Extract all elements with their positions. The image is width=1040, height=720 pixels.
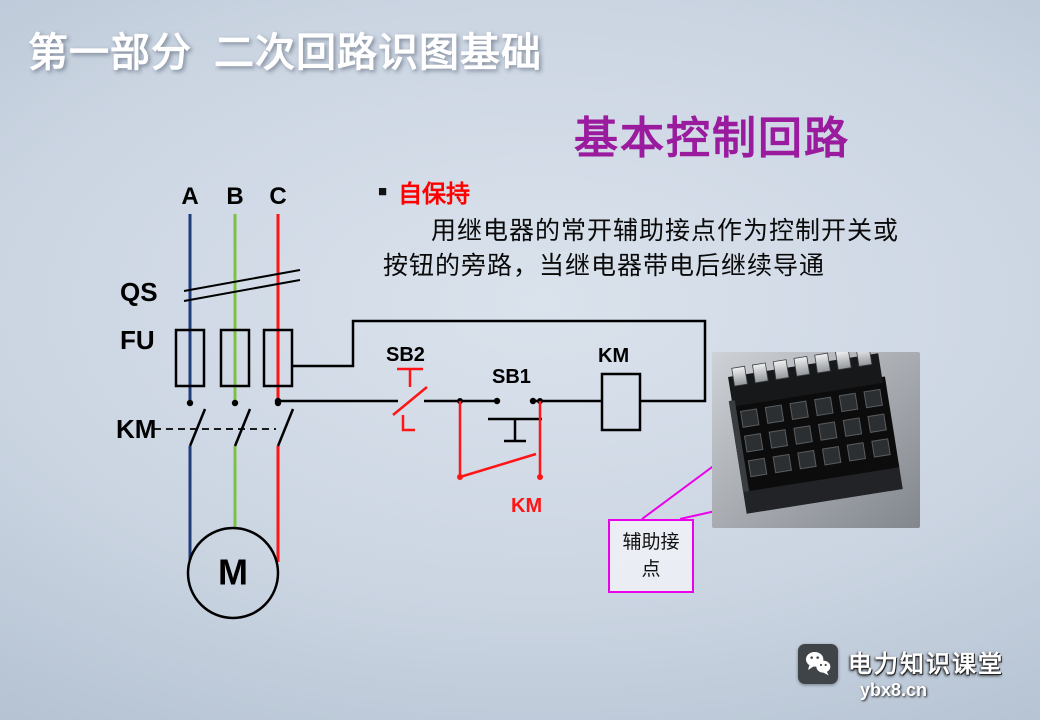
wechat-icon <box>798 644 838 684</box>
brand-url: ybx8.cn <box>860 680 928 700</box>
sb1-label: SB1 <box>492 366 531 388</box>
km-main-label: KM <box>116 414 157 444</box>
sb2-symbol <box>392 367 428 432</box>
relay-photo <box>712 352 920 528</box>
qs-label: QS <box>120 277 158 307</box>
description-line-2: 按钮的旁路，当继电器带电后继续导通 <box>383 252 826 280</box>
km-aux-terminals <box>457 474 543 480</box>
motor-symbol <box>186 526 280 620</box>
phase-c-label: C <box>269 183 287 210</box>
motor-label: M <box>218 551 248 593</box>
description: 用继电器的常开辅助接点作为控制开关或 按钮的旁路，当继电器带电后继续导通 <box>383 214 899 284</box>
brand-name: 电力知识课堂 <box>848 651 1004 678</box>
brand-footer: 电力知识课堂 ybx8.cn <box>798 644 1004 701</box>
km-aux-contact-symbol <box>458 401 542 479</box>
km-main-contacts <box>154 408 295 447</box>
km-coil-label: KM <box>598 345 630 367</box>
description-line-1: 用继电器的常开辅助接点作为控制开关或 <box>431 217 900 245</box>
phase-b-label: B <box>226 183 244 210</box>
bullet-square-icon: ■ <box>378 183 388 200</box>
sb2-label: SB2 <box>386 344 425 366</box>
phase-a-label: A <box>181 183 199 210</box>
qs-disconnector-symbol <box>183 269 301 302</box>
fu-label: FU <box>120 325 155 355</box>
bullet-row: ■ 自保持 <box>378 174 470 209</box>
aux-contact-callout: 辅助接点 <box>608 519 694 593</box>
bullet-label: 自保持 <box>398 181 471 208</box>
section-title: 基本控制回路 <box>574 114 850 163</box>
km-aux-label: KM <box>511 495 543 517</box>
control-wires <box>278 319 707 443</box>
brand-text-block: 电力知识课堂 ybx8.cn <box>848 644 1004 701</box>
page-title: 第一部分 二次回路识图基础 <box>28 30 542 75</box>
fuse-symbols <box>174 328 294 388</box>
